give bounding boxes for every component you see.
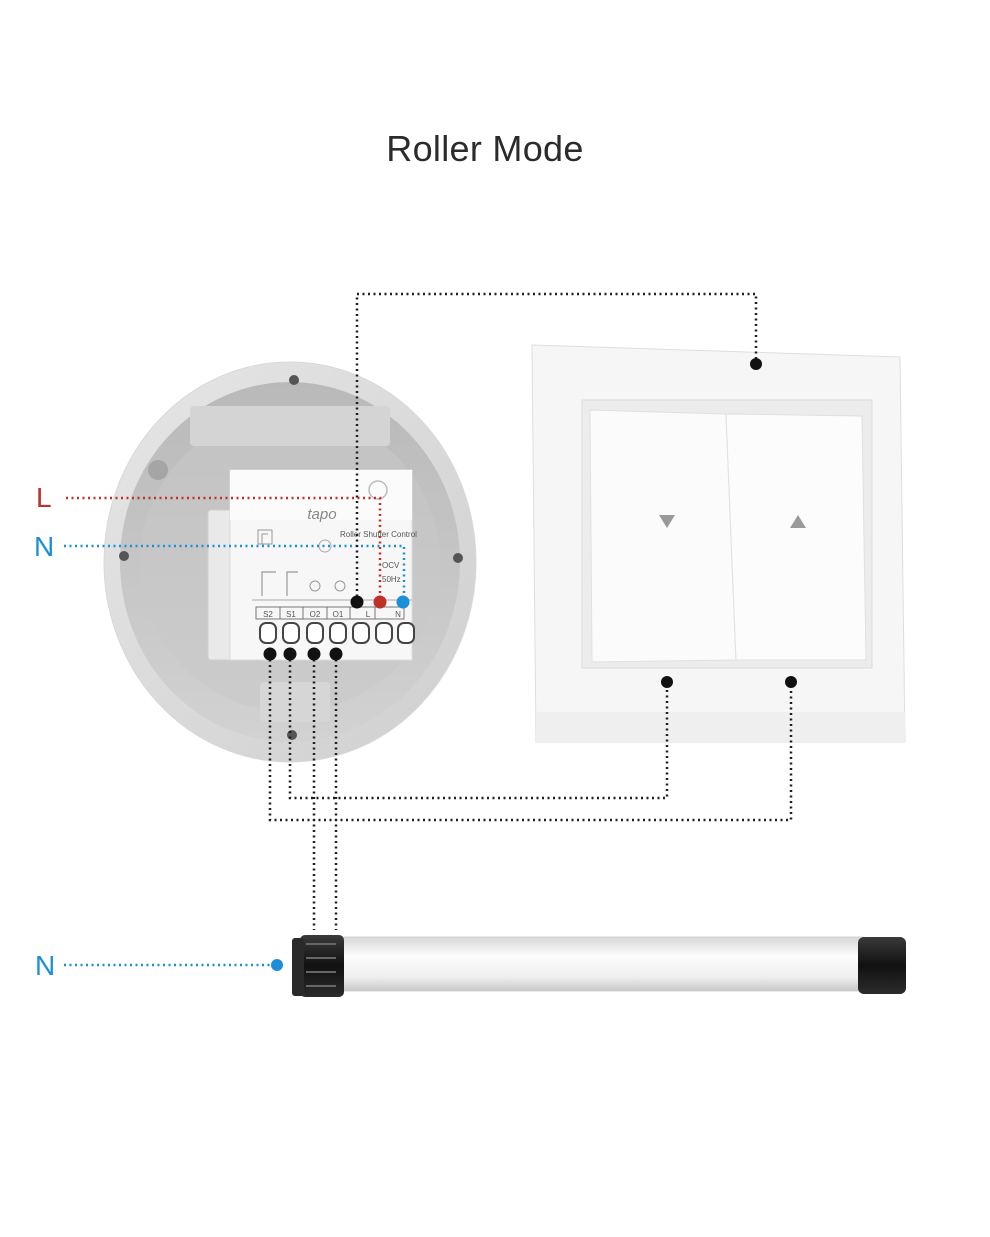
terminal-label-s1: S1 <box>286 610 296 619</box>
switch-s1-wire <box>288 654 669 800</box>
screw-icon <box>287 730 297 740</box>
triangle-up-icon <box>790 515 806 528</box>
module-brand: tapo <box>307 506 336 523</box>
screw-icon <box>289 375 299 385</box>
wires <box>64 292 793 967</box>
switch-common-wire <box>355 292 758 602</box>
motor-neutral-label: N <box>35 950 56 981</box>
svg-text:OCV: OCV <box>382 561 400 570</box>
svg-text:Roller Shutter Control: Roller Shutter Control <box>340 530 417 539</box>
tubular-motor <box>292 935 906 997</box>
terminal-block <box>259 622 415 644</box>
switch-s2-wire <box>268 654 793 822</box>
triangle-down-icon <box>659 515 675 528</box>
live-label: L <box>36 482 52 513</box>
screw-icon <box>119 551 129 561</box>
terminal-label-o2: O2 <box>310 610 321 619</box>
connection-points <box>263 358 797 971</box>
terminal-label-s2: S2 <box>263 610 273 619</box>
live-wire <box>66 496 382 602</box>
terminal-label-n: N <box>395 610 401 619</box>
terminal-label-o1: O1 <box>333 610 344 619</box>
diagram-title: Roller Mode <box>386 128 584 169</box>
smart-module: Roller Shutter Control OCV 50Hz <box>207 469 417 661</box>
screw-icon <box>453 553 463 563</box>
neutral-label: N <box>34 531 55 562</box>
wall-switch <box>531 344 906 743</box>
svg-text:50Hz: 50Hz <box>382 575 401 584</box>
terminal-label-l: L <box>366 610 371 619</box>
